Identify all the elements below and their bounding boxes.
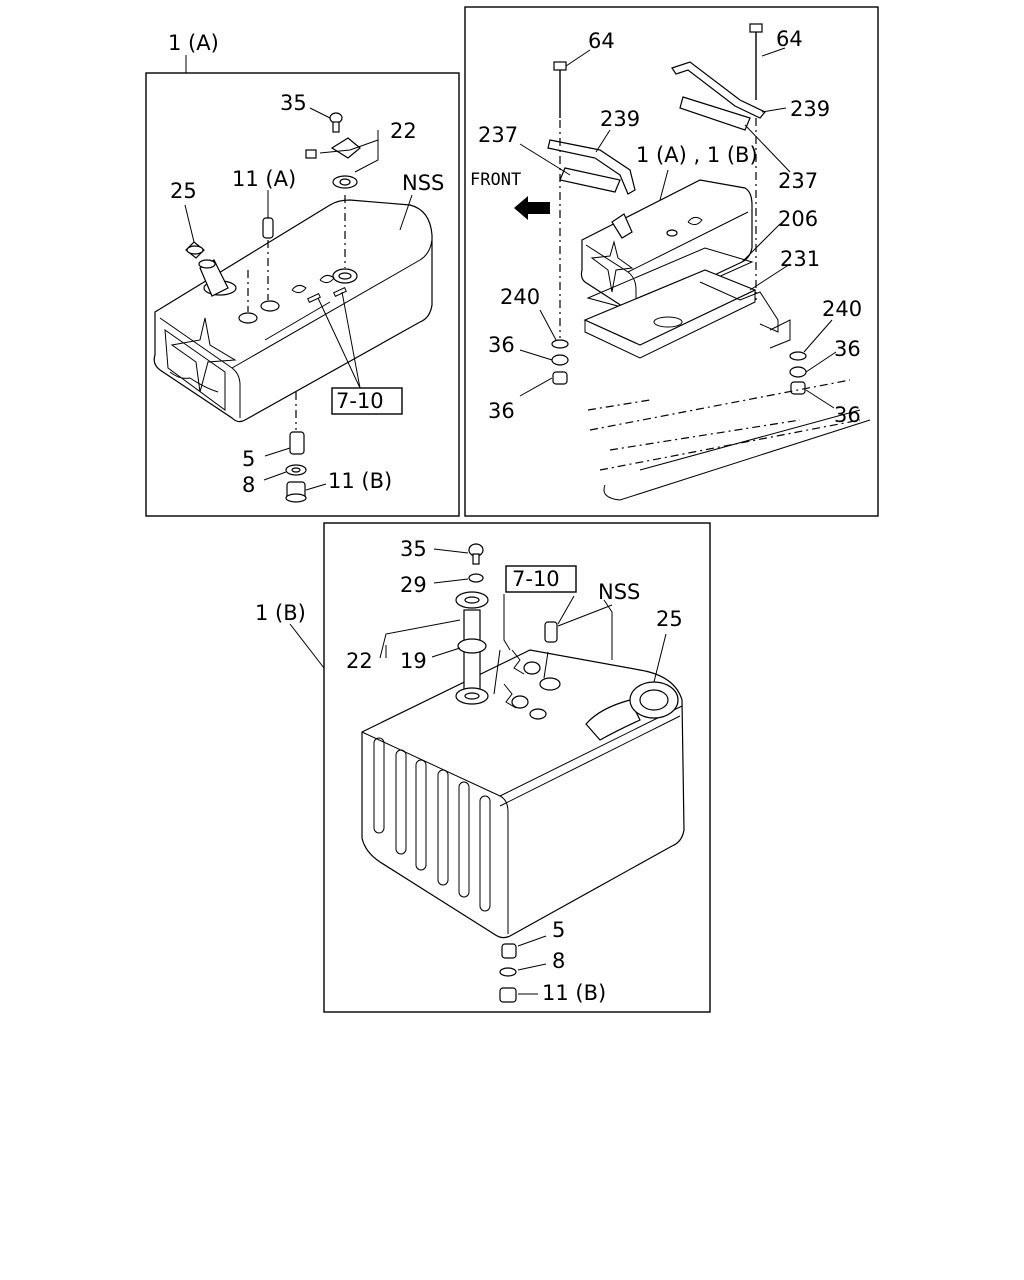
label-35-b: 35 (400, 537, 427, 561)
panel-a-frame (145, 72, 460, 517)
label-36-right-2: 36 (834, 403, 861, 427)
panel-a-title: 1 (A) (168, 31, 219, 55)
panel-mount-frame (464, 6, 879, 517)
label-nss-b: NSS (598, 580, 640, 604)
tank-a-drawing (153, 107, 433, 503)
label-36-right-1: 36 (834, 337, 861, 361)
label-ref-b: 7-10 (512, 567, 560, 591)
label-237-left: 237 (478, 123, 518, 147)
label-64-left: 64 (588, 29, 615, 53)
label-239-right: 239 (790, 97, 830, 121)
label-240-left: 240 (500, 285, 540, 309)
label-front: FRONT (470, 170, 521, 190)
label-ref-a: 7-10 (336, 389, 384, 413)
label-25-a: 25 (170, 179, 197, 203)
ref-box-a (331, 387, 403, 415)
label-8-a: 8 (242, 473, 255, 497)
label-5-b: 5 (552, 918, 565, 942)
label-240-right: 240 (822, 297, 862, 321)
label-36-left-1: 36 (488, 333, 515, 357)
mounting-drawing (514, 23, 871, 501)
label-19-b: 19 (400, 649, 427, 673)
label-237-right: 237 (778, 169, 818, 193)
label-5-a: 5 (242, 447, 255, 471)
panel-b-title: 1 (B) (255, 601, 306, 625)
label-64-right: 64 (776, 27, 803, 51)
label-239-left: 239 (600, 107, 640, 131)
label-206: 206 (778, 207, 818, 231)
label-29-b: 29 (400, 573, 427, 597)
label-36-left-2: 36 (488, 399, 515, 423)
panel-tank-b: 1 (B) (255, 522, 711, 1013)
panel-mounting: 64 64 239 239 237 237 FRONT 1 (A) , 1 (B… (464, 6, 879, 517)
ref-box-b (505, 565, 577, 593)
label-35-a: 35 (280, 91, 307, 115)
panel-b-frame (323, 522, 711, 1013)
label-nss-a: NSS (402, 171, 444, 195)
label-tank-ref: 1 (A) , 1 (B) (636, 143, 758, 167)
tank-b-drawing (361, 543, 685, 1003)
label-22-b: 22 (346, 649, 373, 673)
label-231: 231 (780, 247, 820, 271)
label-25-b: 25 (656, 607, 683, 631)
label-11b-b: 11 (B) (542, 981, 606, 1005)
label-11a: 11 (A) (232, 167, 296, 191)
label-8-b: 8 (552, 949, 565, 973)
panel-tank-a: 1 (A) (145, 31, 460, 517)
label-11b-a: 11 (B) (328, 469, 392, 493)
label-22-a: 22 (390, 119, 417, 143)
